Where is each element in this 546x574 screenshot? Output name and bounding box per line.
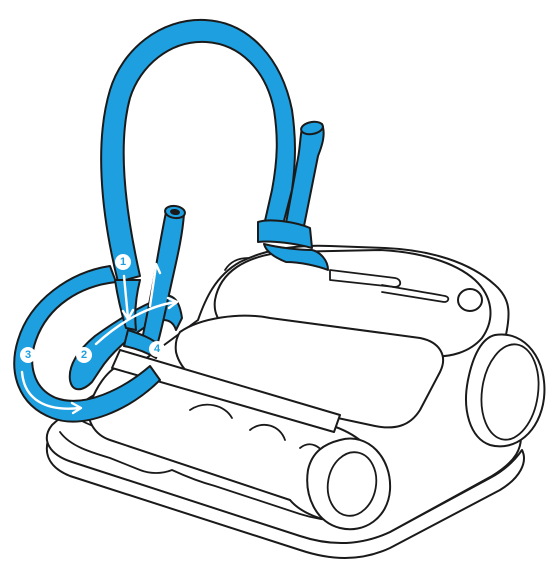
rope-upper-loop	[101, 20, 295, 282]
step-badge-1: 1	[115, 254, 131, 270]
side-button	[458, 289, 482, 311]
side-cylinder	[466, 334, 544, 446]
step-badge-2-label: 2	[81, 349, 87, 361]
step-badge-4-label: 4	[154, 343, 161, 355]
step-badge-3-label: 3	[25, 349, 31, 361]
step-badge-1-label: 1	[120, 256, 126, 268]
step-badge-2: 2	[76, 347, 92, 363]
step-badge-4: 4	[149, 341, 165, 357]
step-badge-3: 3	[20, 347, 36, 363]
